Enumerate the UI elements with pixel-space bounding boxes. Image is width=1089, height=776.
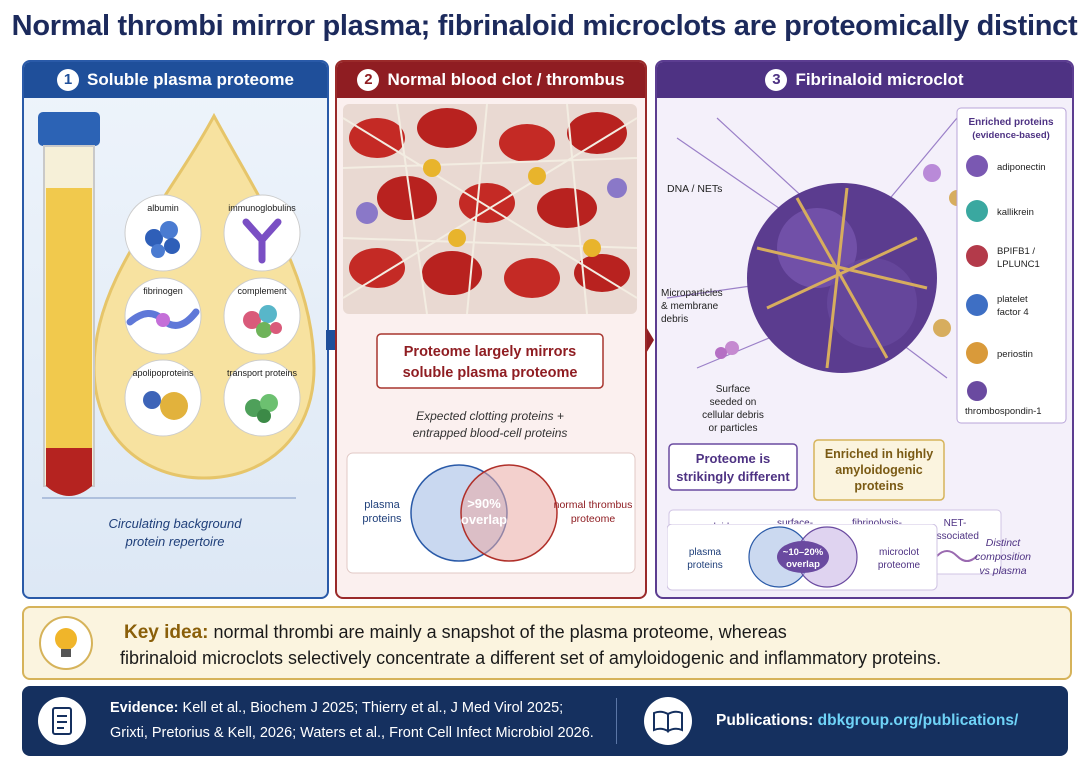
svg-text:strikingly different: strikingly different — [676, 469, 790, 484]
svg-text:Distinct: Distinct — [986, 537, 1022, 549]
panel-heading: Soluble plasma proteome — [87, 70, 294, 89]
thrombus-summary-line-2: soluble plasma proteome — [403, 365, 578, 381]
svg-text:apolipoproteins: apolipoproteins — [132, 368, 194, 378]
svg-text:complement: complement — [237, 286, 287, 296]
thrombus-summary-line-1: Proteome largely mirrors — [404, 344, 576, 360]
svg-text:fibrinogen: fibrinogen — [143, 286, 183, 296]
svg-text:overlap: overlap — [786, 559, 820, 570]
svg-text:proteins: proteins — [687, 560, 723, 571]
svg-text:periostin: periostin — [997, 349, 1033, 360]
evidence-bar: Evidence: Kell et al., Biochem J 2025; T… — [22, 686, 1068, 756]
svg-text:transport proteins: transport proteins — [227, 368, 298, 378]
protein-transport: transport proteins — [223, 359, 301, 437]
enriched-proteins-list: Enriched proteins (evidence-based) adipo… — [956, 107, 1067, 424]
svg-text:associated: associated — [931, 531, 979, 542]
evidence-line-1: Evidence: Kell et al., Biochem J 2025; T… — [110, 700, 564, 716]
svg-text:& membrane: & membrane — [661, 301, 719, 312]
evidence-label: Evidence: — [110, 700, 179, 716]
thrombus-note-line-1: Expected clotting proteins + — [416, 409, 564, 423]
publications-line: Publications: dbkgroup.org/publications/ — [716, 712, 1018, 730]
svg-text:Surface: Surface — [716, 384, 751, 395]
svg-text:BPIFB1 /: BPIFB1 / — [997, 246, 1035, 257]
page-title: Normal thrombi mirror plasma; fibrinaloi… — [11, 10, 1078, 42]
svg-text:or particles: or particles — [709, 423, 758, 434]
svg-text:overlap: overlap — [461, 512, 507, 527]
svg-text:kallikrein: kallikrein — [997, 207, 1034, 218]
protein-apolipoproteins: apolipoproteins — [124, 359, 202, 437]
key-idea-label: Key idea: — [124, 622, 209, 643]
thrombus-illustration: Proteome largely mirrors soluble plasma … — [342, 103, 638, 574]
svg-text:thrombospondin-1: thrombospondin-1 — [965, 406, 1042, 417]
svg-text:platelet: platelet — [997, 294, 1028, 305]
step-number: 1 — [57, 69, 80, 91]
microclot-sphere — [666, 117, 965, 379]
svg-text:(evidence-based): (evidence-based) — [972, 130, 1050, 141]
clipboard-icon — [38, 697, 86, 745]
svg-text:LPLUNC1: LPLUNC1 — [997, 259, 1040, 270]
panel-fibrinaloid-microclot: 3 Fibrinaloid microclot DNA / NETs Micro… — [655, 60, 1074, 599]
svg-text:normal thrombus: normal thrombus — [554, 499, 633, 511]
svg-text:plasma: plasma — [689, 547, 722, 558]
svg-text:albumin: albumin — [147, 203, 179, 213]
svg-text:Enriched proteins: Enriched proteins — [968, 117, 1053, 128]
plasma-illustration: albumin immunoglobulins fibrinogen compl… — [38, 112, 316, 549]
svg-text:factor 4: factor 4 — [997, 307, 1029, 318]
protein-albumin: albumin — [124, 194, 202, 272]
svg-text:amyloidogenic: amyloidogenic — [835, 463, 923, 477]
venn-diagram-thrombus: plasma proteins >90% overlap normal thro… — [346, 452, 636, 574]
svg-text:NET-: NET- — [944, 518, 967, 529]
fibrin-mesh — [342, 103, 638, 315]
svg-text:microclot: microclot — [879, 547, 919, 558]
test-tube-icon — [38, 112, 100, 496]
svg-text:proteins: proteins — [854, 479, 903, 493]
svg-text:Proteome is: Proteome is — [696, 451, 770, 466]
svg-text:>90%: >90% — [467, 496, 501, 511]
book-icon — [644, 697, 692, 745]
panel-header: 3 Fibrinaloid microclot — [657, 62, 1072, 98]
key-idea-box: Key idea: normal thrombi are mainly a sn… — [22, 606, 1072, 680]
svg-text:debris: debris — [661, 314, 688, 325]
protein-fibrinogen: fibrinogen — [124, 277, 202, 355]
svg-text:cellular debris: cellular debris — [702, 410, 764, 421]
key-idea-line-2: fibrinaloid microclots selectively conce… — [120, 648, 942, 668]
svg-text:seeded on: seeded on — [710, 397, 757, 408]
key-idea-line-1: Key idea: normal thrombi are mainly a sn… — [124, 622, 787, 643]
svg-text:proteome: proteome — [878, 560, 921, 571]
label-dna-nets: DNA / NETs — [667, 183, 722, 195]
protein-complement: complement — [223, 277, 301, 355]
svg-text:plasma: plasma — [364, 499, 400, 511]
caption-line-2: protein repertoire — [125, 534, 225, 549]
svg-text:proteome: proteome — [571, 513, 616, 525]
panel-header: 1 Soluble plasma proteome — [24, 62, 327, 98]
svg-text:adiponectin: adiponectin — [997, 162, 1046, 173]
publications-link[interactable]: dbkgroup.org/publications/ — [817, 712, 1019, 729]
svg-text:~10–20%: ~10–20% — [783, 547, 824, 558]
svg-text:Enriched in highly: Enriched in highly — [825, 447, 933, 461]
step-number: 3 — [765, 69, 788, 91]
svg-text:vs plasma: vs plasma — [979, 565, 1026, 577]
panel-heading: Normal blood clot / thrombus — [387, 70, 625, 89]
caption-line-1: Circulating background — [109, 516, 243, 531]
evidence-line-2: Grixti, Pretorius & Kell, 2026; Waters e… — [110, 725, 594, 741]
publications-label: Publications: — [716, 712, 814, 729]
thrombus-note-line-2: entrapped blood-cell proteins — [413, 426, 568, 440]
svg-text:proteins: proteins — [362, 513, 402, 525]
microclot-illustration: DNA / NETs Microparticles & membrane deb… — [661, 107, 1067, 575]
svg-text:immunoglobulins: immunoglobulins — [228, 203, 296, 213]
lightbulb-icon — [39, 616, 93, 670]
platelets — [423, 159, 601, 257]
svg-text:composition: composition — [975, 551, 1031, 563]
step-number: 2 — [357, 69, 380, 91]
svg-text:Microparticles: Microparticles — [661, 288, 723, 299]
venn-microclot: plasma proteins ~10–20% overlap microclo… — [667, 524, 1031, 591]
panel-plasma-proteome: 1 Soluble plasma proteome albumin immuno… — [22, 60, 329, 599]
protein-immunoglobulins: immunoglobulins — [223, 194, 301, 272]
panel-header: 2 Normal blood clot / thrombus — [337, 62, 645, 98]
panel-heading: Fibrinaloid microclot — [795, 70, 964, 89]
panel-normal-thrombus: 2 Normal blood clot / thrombus Proteome … — [335, 60, 647, 599]
